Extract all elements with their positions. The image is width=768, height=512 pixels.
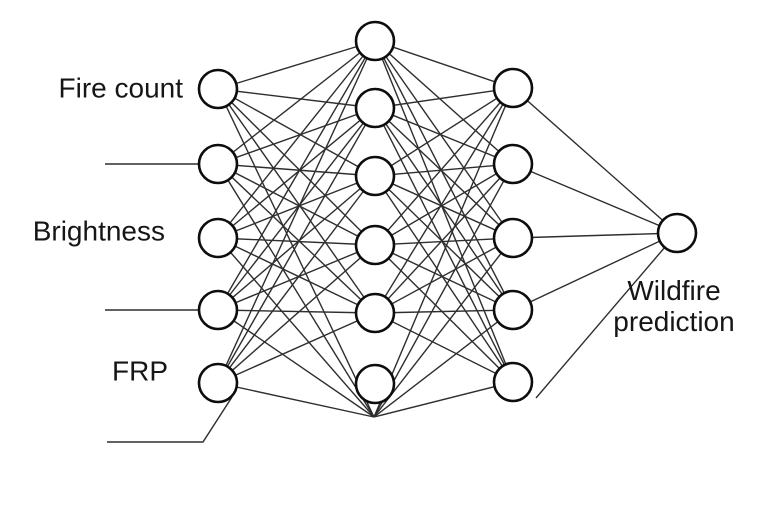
connection-line [373, 163, 514, 418]
output-node-1 [656, 212, 698, 254]
connection-line [512, 163, 678, 234]
connection-line [217, 88, 376, 246]
input-node-2 [197, 143, 239, 185]
connection-line [374, 40, 514, 165]
connection-line [374, 87, 514, 177]
hidden2-node-5 [492, 361, 534, 403]
connection-line [217, 40, 376, 384]
connection-line [374, 312, 514, 383]
connection-line [535, 232, 678, 399]
connection-line [217, 175, 376, 311]
connection-line [217, 88, 376, 314]
connection-line [374, 175, 514, 311]
connection-line [217, 107, 376, 239]
connection-line [217, 107, 376, 311]
connection-line [217, 244, 376, 384]
connection-line [374, 87, 514, 109]
connection-line [217, 309, 376, 314]
connection-line [217, 237, 375, 418]
hidden2-node-2 [492, 143, 534, 185]
connection-line [217, 382, 375, 418]
connection-line [374, 87, 514, 246]
connection-line [374, 87, 514, 314]
connection-line [217, 237, 376, 246]
connection-line [217, 163, 376, 246]
connection-line [217, 40, 376, 165]
connection-line [374, 107, 514, 239]
connection-line [217, 175, 376, 384]
hidden1-node-4 [354, 224, 396, 266]
connection-line [217, 88, 375, 418]
nodes [197, 20, 698, 405]
connection-line [512, 232, 678, 239]
connection-line [217, 40, 376, 239]
connection-line [374, 244, 514, 383]
hidden2-node-4 [492, 289, 534, 331]
connection-line [512, 232, 678, 311]
connection-line [512, 87, 678, 234]
connection-line [374, 107, 514, 383]
input-node-5 [197, 362, 239, 404]
input-node-1 [197, 68, 239, 110]
hidden1-node-1 [354, 20, 396, 62]
connection-line [217, 40, 376, 311]
hidden1-node-2 [354, 87, 396, 129]
hidden1-node-3 [354, 155, 396, 197]
connection-line [374, 244, 514, 311]
connection-line [217, 88, 376, 177]
connection-line [373, 381, 514, 418]
connection-line [217, 163, 376, 314]
hidden1-node-6 [354, 363, 396, 405]
connection-line [373, 309, 514, 418]
connection-line [217, 175, 376, 239]
connection-line [374, 40, 514, 311]
connection-line [217, 309, 375, 418]
input-node-4 [197, 289, 239, 331]
connection-line [217, 163, 376, 177]
connection-line [374, 40, 514, 89]
connection-line [374, 175, 514, 239]
connection-line [217, 237, 376, 314]
hidden1-node-5 [354, 292, 396, 334]
connection-line [217, 107, 376, 384]
connection-line [374, 163, 514, 246]
connection-line [217, 244, 376, 311]
connection-line [217, 88, 376, 109]
connection-line [373, 87, 514, 418]
connection-line [374, 237, 514, 314]
connection-lines [217, 40, 678, 418]
connection-line [374, 40, 514, 383]
hidden2-node-3 [492, 217, 534, 259]
connection-line [373, 237, 514, 418]
connection-line [374, 175, 514, 383]
connection-line [217, 107, 376, 165]
input-node-3 [197, 217, 239, 259]
connection-line [374, 163, 514, 314]
connection-line [374, 237, 514, 246]
connection-line [374, 309, 514, 314]
hidden2-node-1 [492, 67, 534, 109]
connection-line [374, 107, 514, 311]
connection-line [374, 107, 514, 165]
connection-line [374, 163, 514, 177]
connection-line [217, 312, 376, 384]
input-feature-line [107, 396, 233, 443]
connection-line [217, 40, 376, 90]
